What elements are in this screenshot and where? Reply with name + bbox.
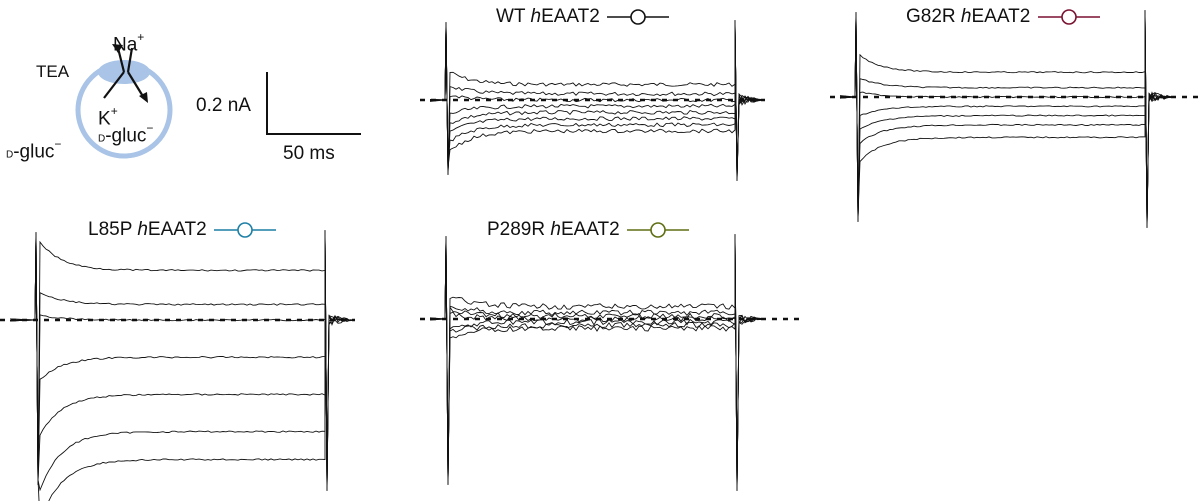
current-trace-g82r-0 [839, 9, 1174, 229]
internal-gluc-label: d-gluc− [98, 121, 154, 147]
current-trace-l85p-1 [9, 230, 354, 491]
trace-panel-l85p [0, 229, 355, 501]
legend-circle-icon-g82r [1037, 9, 1100, 25]
current-trace-l85p-2 [9, 231, 354, 490]
panel-title-g82r: G82R hEAAT2 [906, 6, 1102, 28]
na-label: Na+ [113, 30, 145, 56]
trace-panel-wt [420, 19, 765, 182]
current-trace-g82r-2 [839, 11, 1174, 227]
current-trace-wt-2 [429, 21, 764, 180]
current-trace-g82r-3 [839, 12, 1173, 226]
scale-time-label: 50 ms [283, 143, 335, 164]
current-trace-l85p-0 [9, 229, 354, 492]
legend-circle-icon-wt [607, 9, 670, 25]
tea-label: TEA [36, 62, 70, 81]
current-trace-wt-4 [429, 23, 763, 178]
current-trace-p289r-3 [429, 236, 764, 489]
trace-panel-g82r [830, 9, 1200, 229]
na-arrow [116, 47, 126, 73]
trace-panel-p289r [420, 233, 800, 492]
scale-bar [266, 72, 361, 135]
current-trace-wt-6 [429, 25, 764, 176]
current-trace-p289r-5 [429, 238, 764, 487]
panel-title-wt: WT hEAAT2 [496, 6, 671, 28]
current-trace-l85p-6 [9, 235, 354, 501]
current-trace-p289r-4 [429, 237, 764, 488]
current-trace-p289r-6 [429, 239, 764, 486]
current-trace-l85p-4 [9, 233, 354, 488]
cell-schematic [75, 44, 173, 159]
current-trace-g82r-4 [839, 13, 1174, 225]
current-trace-p289r-1 [429, 234, 764, 491]
current-trace-wt-0 [429, 19, 764, 182]
legend-circle-icon-p289r [627, 222, 690, 238]
k-arrow [126, 47, 134, 73]
legend-circle-icon-l85p [213, 222, 276, 238]
current-trace-wt-5 [429, 24, 764, 177]
current-trace-l85p-3 [9, 232, 354, 489]
current-trace-wt-1 [429, 20, 764, 181]
current-trace-wt-7 [429, 26, 764, 175]
current-trace-g82r-1 [839, 10, 1174, 228]
current-trace-g82r-5 [839, 14, 1174, 224]
k-label: K+ [98, 104, 118, 130]
current-trace-wt-3 [429, 22, 764, 179]
current-trace-p289r-0 [429, 233, 764, 492]
panel-title-l85p: L85P hEAAT2 [88, 219, 278, 241]
current-trace-l85p-5 [9, 234, 354, 492]
current-trace-g82r-6 [839, 15, 1174, 223]
current-trace-p289r-2 [429, 235, 764, 490]
scale-current-label: 0.2 nA [196, 95, 251, 116]
panel-title-p289r: P289R hEAAT2 [487, 219, 691, 241]
external-gluc-label: d-gluc− [6, 137, 62, 163]
